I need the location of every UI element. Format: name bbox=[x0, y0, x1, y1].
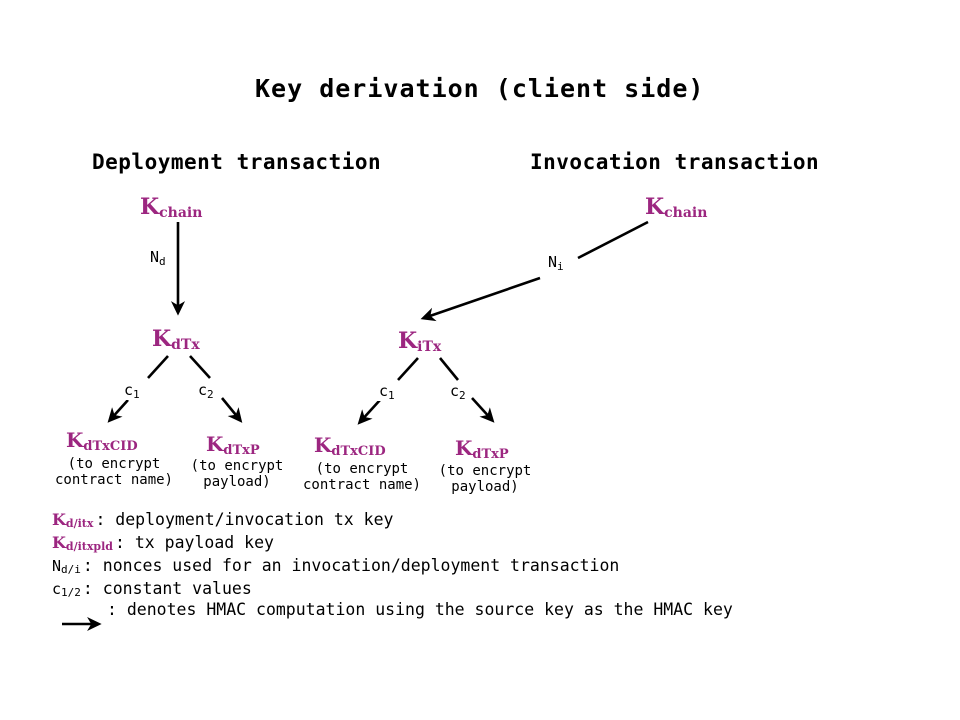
arrow-right-itx-to-p-upper bbox=[438, 357, 460, 381]
legend-row-key-payload: Kd/itxpld : tx payload key bbox=[52, 533, 274, 553]
leaf-desc-left-cid-line1: (to encrypt bbox=[67, 456, 161, 472]
leaf-desc-right-cid-line1: (to encrypt bbox=[315, 461, 409, 477]
legend-symbol-constants-sub: 1/2 bbox=[61, 586, 81, 599]
legend-symbol-nonces-base: N bbox=[52, 557, 62, 575]
arrow-right-itx-to-p-lower bbox=[471, 397, 495, 423]
leaf-desc-left-p-line1: (to encrypt bbox=[190, 458, 284, 474]
legend-text-key-tx: : deployment/invocation tx key bbox=[95, 510, 394, 529]
edge-label-right-nonce-base: N bbox=[548, 253, 558, 271]
leaf-desc-left-p-line2: payload) bbox=[203, 474, 271, 491]
edge-label-left-nonce: Nd bbox=[148, 250, 168, 267]
edge-label-left-nonce-sub: d bbox=[159, 255, 166, 268]
node-right-mid-sub: iTx bbox=[417, 339, 442, 355]
legend-symbol-constants-base: c bbox=[52, 580, 62, 598]
edge-label-right-c1-sub: 1 bbox=[388, 389, 395, 402]
node-right-root: Kchain bbox=[645, 196, 707, 220]
leaf-desc-left-cid-line2: contract name) bbox=[54, 472, 173, 489]
edge-label-right-nonce: Ni bbox=[546, 255, 566, 272]
node-left-leaf-p-base: K bbox=[206, 432, 224, 456]
edge-label-left-c2-base: c bbox=[198, 381, 208, 399]
node-right-mid: KiTx bbox=[398, 330, 441, 354]
leaf-desc-left-cid: (to encrypt contract name) bbox=[34, 456, 194, 488]
node-left-leaf-p: KdTxP bbox=[206, 434, 260, 457]
node-right-root-base: K bbox=[645, 194, 665, 220]
edge-label-left-c1: c1 bbox=[122, 383, 142, 400]
arrow-right-chain-to-itx-upper bbox=[577, 220, 649, 260]
legend-row-hmac: : denotes HMAC computation using the sou… bbox=[105, 600, 733, 619]
legend-symbol-key-payload-sub: d/itxpld bbox=[65, 540, 113, 553]
arrow-left-dtx-to-cid-lower bbox=[107, 399, 129, 423]
legend-symbol-key-payload-base: K bbox=[52, 533, 66, 552]
node-left-root-base: K bbox=[140, 194, 160, 220]
edge-label-right-c1-base: c bbox=[379, 382, 389, 400]
page-title: Key derivation (client side) bbox=[255, 74, 705, 103]
leaf-desc-right-cid: (to encrypt contract name) bbox=[282, 461, 442, 493]
leaf-desc-right-cid-line2: contract name) bbox=[302, 477, 421, 494]
edge-label-right-c2: c2 bbox=[448, 384, 468, 401]
node-right-root-sub: chain bbox=[664, 205, 708, 221]
edge-label-right-c2-sub: 2 bbox=[459, 389, 466, 402]
node-left-leaf-cid-base: K bbox=[66, 428, 84, 452]
legend-symbol-nonces-sub: d/i bbox=[61, 563, 81, 576]
section-heading-deployment: Deployment transaction bbox=[92, 150, 382, 174]
node-right-leaf-cid-base: K bbox=[314, 433, 332, 457]
leaf-desc-right-p: (to encrypt payload) bbox=[420, 463, 550, 495]
edge-label-right-nonce-sub: i bbox=[557, 260, 564, 273]
edge-label-right-c2-base: c bbox=[450, 382, 460, 400]
node-right-leaf-p-base: K bbox=[455, 436, 473, 460]
edge-label-left-c1-sub: 1 bbox=[133, 388, 140, 401]
edge-label-left-c2: c2 bbox=[196, 383, 216, 400]
node-left-leaf-cid: KdTxCID bbox=[66, 430, 138, 453]
node-left-root: Kchain bbox=[140, 196, 202, 220]
legend-symbol-key-payload: Kd/itxpld bbox=[52, 533, 113, 553]
node-right-leaf-p-sub: dTxP bbox=[472, 447, 509, 462]
section-heading-invocation: Invocation transaction bbox=[530, 150, 820, 174]
arrow-right-itx-to-cid-lower bbox=[357, 399, 381, 425]
node-left-mid: KdTx bbox=[152, 328, 200, 352]
legend-text-hmac: : denotes HMAC computation using the sou… bbox=[107, 600, 733, 619]
legend-symbol-key-tx-sub: d/itx bbox=[65, 517, 94, 530]
leaf-desc-right-p-line2: payload) bbox=[451, 479, 519, 496]
legend-symbol-key-tx: Kd/itx bbox=[52, 510, 94, 530]
legend-row-key-tx: Kd/itx : deployment/invocation tx key bbox=[52, 510, 394, 530]
node-right-mid-base: K bbox=[398, 328, 418, 354]
arrow-right-itx-to-cid-upper bbox=[397, 357, 419, 381]
legend-text-key-payload: : tx payload key bbox=[115, 533, 274, 552]
legend-symbol-constants: c1/2 bbox=[52, 580, 81, 599]
legend-text-nonces: : nonces used for an invocation/deployme… bbox=[82, 556, 620, 575]
edge-label-right-c1: c1 bbox=[377, 384, 397, 401]
edge-label-left-nonce-base: N bbox=[150, 248, 160, 266]
edge-label-left-c2-sub: 2 bbox=[207, 388, 214, 401]
legend-row-nonces: Nd/i : nonces used for an invocation/dep… bbox=[52, 556, 620, 576]
node-left-leaf-p-sub: dTxP bbox=[223, 443, 260, 458]
arrow-right-chain-to-itx-lower bbox=[420, 276, 541, 322]
legend-text-constants: : constant values bbox=[82, 579, 252, 598]
leaf-desc-left-p: (to encrypt payload) bbox=[172, 458, 302, 490]
node-right-leaf-cid: KdTxCID bbox=[314, 435, 386, 458]
legend-symbol-key-tx-base: K bbox=[52, 510, 66, 529]
legend-row-constants: c1/2 : constant values bbox=[52, 579, 252, 599]
node-left-mid-base: K bbox=[152, 326, 172, 352]
leaf-desc-right-p-line1: (to encrypt bbox=[438, 463, 532, 479]
legend-symbol-nonces: Nd/i bbox=[52, 557, 81, 576]
arrow-left-dtx-to-p-lower bbox=[220, 397, 243, 423]
node-right-leaf-cid-sub: dTxCID bbox=[331, 444, 386, 459]
arrow-left-dtx-to-p-upper bbox=[189, 355, 211, 379]
arrow-left-dtx-to-cid-upper bbox=[147, 355, 169, 379]
node-right-leaf-p: KdTxP bbox=[455, 438, 509, 461]
node-left-root-sub: chain bbox=[159, 205, 203, 221]
edge-label-left-c1-base: c bbox=[124, 381, 134, 399]
node-left-mid-sub: dTx bbox=[171, 337, 200, 353]
node-left-leaf-cid-sub: dTxCID bbox=[83, 439, 138, 454]
